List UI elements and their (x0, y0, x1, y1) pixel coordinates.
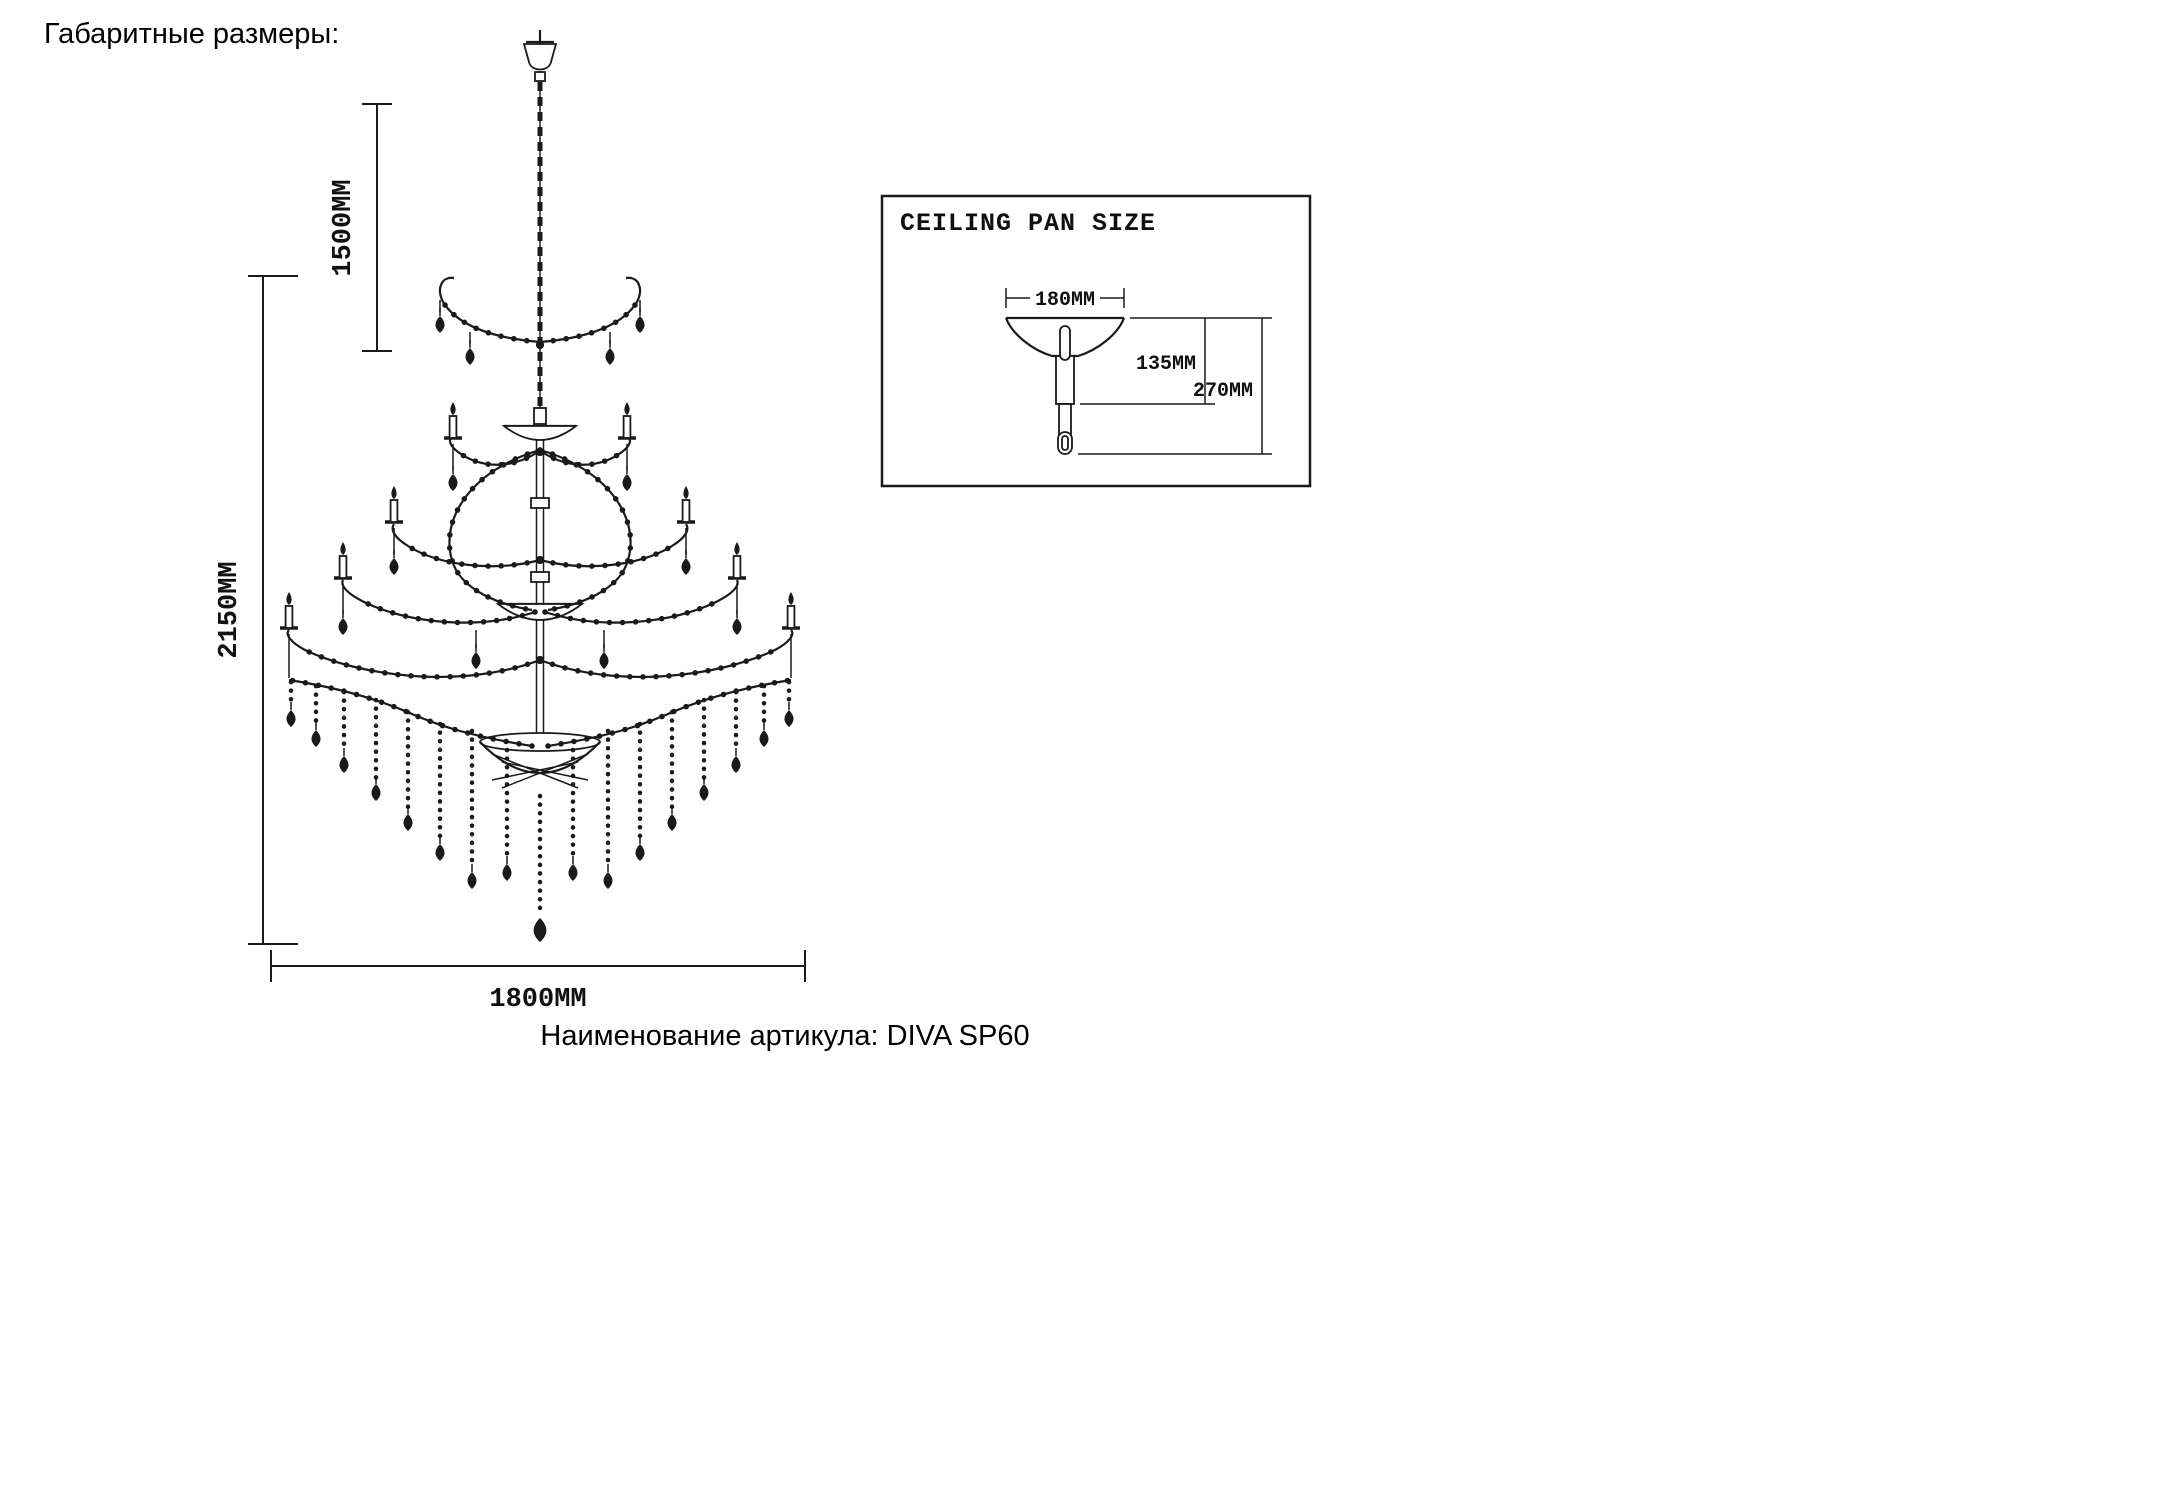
chandelier-arms-right (536, 278, 800, 889)
ceiling-pan-title: CEILING PAN SIZE (900, 209, 1156, 238)
dim-chain-height: 1500MM (329, 103, 392, 352)
chandelier-arms-left (280, 278, 544, 889)
ceiling-pan-cup-height-label: 135MM (1136, 353, 1196, 376)
ceiling-mount-drawing: 180MM 135MM 270MM (1004, 288, 1272, 455)
ceiling-pan-box: CEILING PAN SIZE 180MM (880, 194, 1312, 488)
chandelier-drawing (280, 30, 800, 942)
dim-chain-height-label: 1500MM (329, 179, 359, 276)
crystal-basket (479, 732, 601, 789)
ceiling-pan-total-height-label: 270MM (1193, 380, 1253, 403)
article-caption: Наименование артикула: DIVA SP60 (540, 1020, 1030, 1052)
center-pendant-strings (501, 747, 579, 942)
dim-width: 1800MM (270, 950, 806, 1015)
dim-total-height-label: 2150MM (215, 561, 245, 658)
page-title: Габаритные размеры: (44, 18, 340, 50)
central-column (530, 430, 550, 742)
dim-total-height: 2150MM (215, 275, 298, 945)
ceiling-pan-width-label: 180MM (1035, 289, 1095, 312)
ceiling-canopy (522, 30, 558, 82)
suspension-chain (533, 82, 547, 425)
dim-width-label: 1800MM (489, 985, 586, 1015)
upper-bowl (501, 424, 579, 441)
